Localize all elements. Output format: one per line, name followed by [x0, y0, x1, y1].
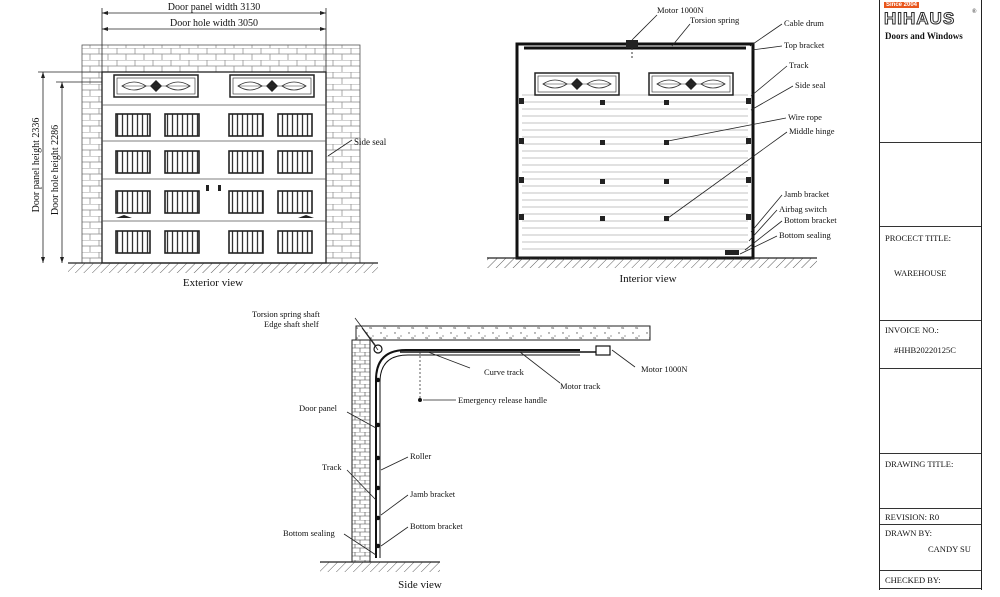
divider — [880, 368, 981, 369]
ground — [68, 262, 378, 273]
revision: REVISION: R0 — [885, 512, 940, 522]
divider — [880, 570, 981, 571]
leader-lines — [631, 14, 794, 255]
exterior-view: Door panel width 3130 Door hole width 30… — [31, 2, 387, 289]
label-bottom-bracket: Bottom bracket — [410, 521, 463, 531]
brand-logo: HIHAUS — [883, 9, 956, 29]
motor — [595, 345, 611, 356]
label-curve-track: Curve track — [484, 367, 525, 377]
invoice-value: #HHB20220125C — [894, 345, 956, 355]
label-emergency-release-handle: Emergency release handle — [458, 395, 547, 405]
drawn-by-value: CANDY SU — [928, 544, 971, 554]
ground — [487, 257, 817, 268]
label-middle-hinge: Middle hinge — [789, 126, 835, 136]
label-bottom-sealing: Bottom sealing — [283, 528, 335, 538]
label-airbag-switch: Airbag switch — [779, 204, 828, 214]
label-bottom-bracket: Bottom bracket — [784, 215, 837, 225]
label-edge-shaft-shelf: Edge shaft shelf — [264, 319, 319, 329]
label-track: Track — [789, 60, 809, 70]
decorative-window — [648, 72, 734, 96]
label-door-panel: Door panel — [299, 403, 338, 413]
label-track: Track — [322, 462, 342, 472]
checked-by-label: CHECKED BY: — [885, 575, 941, 585]
ground — [320, 561, 440, 572]
divider — [880, 226, 981, 227]
decorative-window — [534, 72, 620, 96]
side-view: Torsion spring shaft Edge shaft shelf Cu… — [252, 309, 688, 591]
side-caption: Side view — [398, 579, 442, 591]
label-side-seal: Side seal — [354, 137, 387, 147]
drawn-by-label: DRAWN BY: — [885, 528, 932, 538]
label-bottom-sealing: Bottom sealing — [779, 230, 831, 240]
curve-track — [375, 349, 580, 558]
brand-subtitle: Doors and Windows — [885, 31, 963, 41]
label-jamb-bracket: Jamb bracket — [784, 189, 830, 199]
project-title-value: WAREHOUSE — [894, 268, 947, 278]
title-block: Since 2004 HIHAUS ® Doors and Windows PR… — [879, 0, 982, 590]
decorative-window — [229, 74, 315, 98]
dim-hole-width: Door hole width 3050 — [170, 18, 258, 29]
leader-lines — [343, 317, 636, 556]
hinges — [519, 98, 751, 255]
dim-hole-height: Door hole height 2286 — [50, 125, 61, 215]
label-cable-drum: Cable drum — [784, 18, 824, 28]
divider — [880, 453, 981, 454]
registered-mark: ® — [972, 9, 977, 15]
label-top-bracket: Top bracket — [784, 40, 825, 50]
label-roller: Roller — [410, 451, 431, 461]
handles — [116, 185, 314, 218]
drawing-title-label: DRAWING TITLE: — [885, 459, 954, 469]
interior-view: Motor 1000N Torsion spring Cable drum To… — [487, 5, 837, 285]
dim-panel-width: Door panel width 3130 — [168, 2, 261, 13]
label-motor-1000n: Motor 1000N — [657, 5, 704, 15]
label-torsion-spring: Torsion spring — [690, 15, 740, 25]
divider — [880, 142, 981, 143]
label-torsion-spring-shaft: Torsion spring shaft — [252, 309, 321, 319]
project-title-label: PROCECT TITLE: — [885, 233, 952, 243]
exterior-caption: Exterior view — [183, 277, 243, 289]
invoice-label: INVOICE NO.: — [885, 325, 939, 335]
interior-caption: Interior view — [619, 273, 676, 285]
motor — [626, 40, 638, 48]
label-wire-rope: Wire rope — [788, 112, 822, 122]
decorative-window — [113, 74, 199, 98]
label-side-seal: Side seal — [795, 80, 826, 90]
label-motor-track: Motor track — [560, 381, 601, 391]
grille-windows — [115, 113, 313, 254]
rollers — [375, 377, 381, 549]
side-wall — [351, 339, 371, 563]
divider — [880, 524, 981, 525]
label-motor-1000n: Motor 1000N — [641, 364, 688, 374]
divider — [880, 320, 981, 321]
dim-panel-height: Door panel height 2336 — [31, 118, 42, 213]
divider — [880, 588, 981, 589]
divider — [880, 508, 981, 509]
logo-since-badge: Since 2004 — [884, 2, 920, 8]
ceiling-slab — [355, 325, 651, 341]
label-jamb-bracket: Jamb bracket — [410, 489, 456, 499]
